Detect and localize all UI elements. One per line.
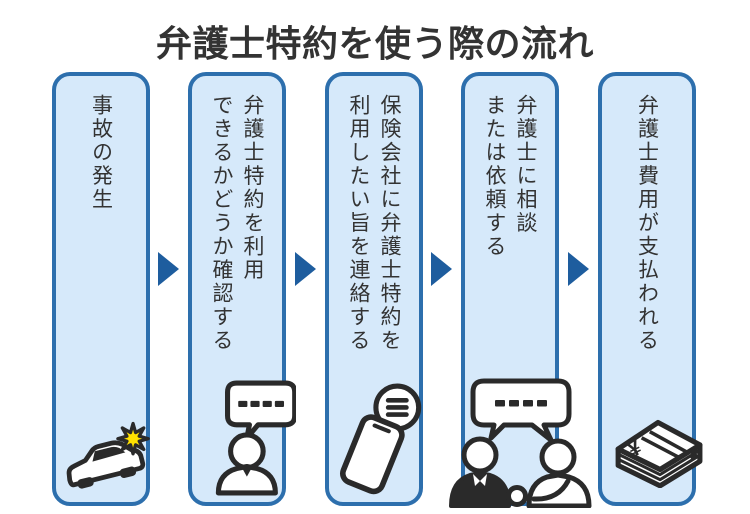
step-box-fees-paid: 弁護士費用が支払われる ¥ (598, 72, 703, 506)
car-crash-icon (66, 421, 150, 489)
person-speech-bubble-icon (215, 380, 296, 496)
step-label: 弁護士に相談 または依頼する (483, 94, 537, 259)
conversation-icon (449, 378, 592, 508)
flow-arrow (568, 252, 589, 286)
step-label: 弁護士特約を利用 できるかどうか確認する (210, 94, 264, 353)
step-box-accident: 事故の発生 (52, 72, 150, 506)
step-box-contact-insurer: 保険会社に弁護士特約を 利用したい旨を連絡する (325, 72, 423, 506)
page-title: 弁護士特約を使う際の流れ (155, 23, 594, 64)
flow-arrow (431, 252, 452, 286)
step-label: 弁護士費用が支払われる (635, 94, 659, 353)
step-label: 保険会社に弁護士特約を 利用したい旨を連絡する (347, 94, 401, 353)
step-box-consult-lawyer: 弁護士に相談 または依頼する (449, 72, 592, 508)
smartphone-message-icon (340, 383, 422, 495)
flow-arrow (295, 252, 316, 286)
step-label: 事故の発生 (89, 94, 113, 212)
money-stack-icon: ¥ (615, 419, 703, 488)
step-box-check-rider: 弁護士特約を利用 できるかどうか確認する (188, 72, 296, 506)
flow-arrow (158, 252, 179, 286)
